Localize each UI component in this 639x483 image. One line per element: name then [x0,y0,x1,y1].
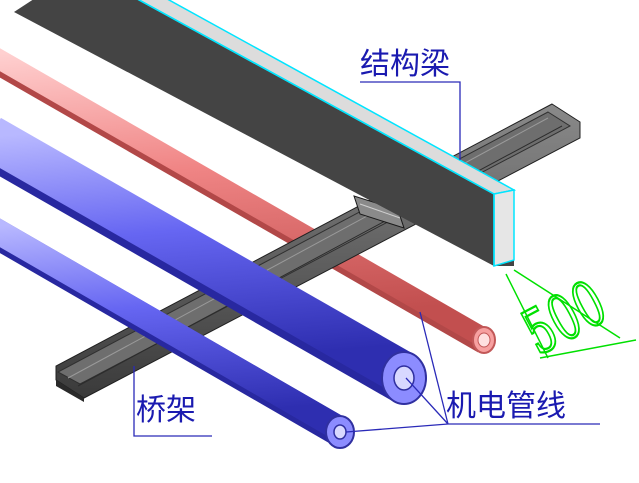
beam-label: 结构梁 [360,47,450,82]
dimension-annotation: 500 [505,265,637,370]
pipes-label: 机电管线 [446,389,566,424]
dimension-text: 500 [511,266,618,369]
blue-pipe-large [0,117,427,405]
red-pipe [0,48,496,354]
tray-label: 桥架 [136,393,196,428]
leader-lines [133,81,600,437]
structural-beam [14,0,517,268]
blue-pipe-small [0,218,355,449]
